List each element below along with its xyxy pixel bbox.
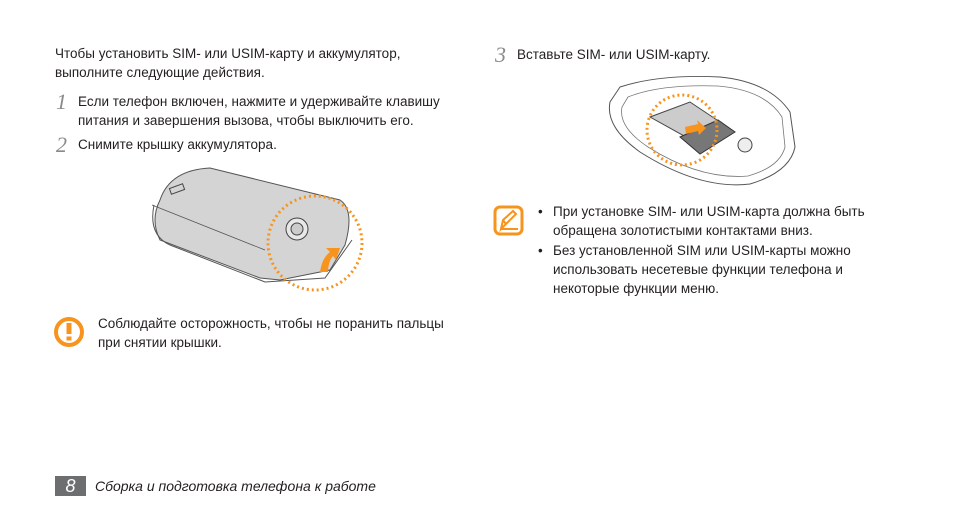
note-item: Без установленной SIM или USIM-карты мож… [538, 241, 883, 298]
step-number-1: 1 [56, 89, 67, 114]
note-item: При установке SIM- или USIM-карта должна… [538, 202, 883, 240]
warning-icon [54, 317, 84, 347]
sim-insert-illustration [608, 75, 796, 186]
note-icon [493, 205, 524, 236]
page-number: 8 [55, 476, 86, 496]
notes-list: При установке SIM- или USIM-карта должна… [538, 202, 883, 299]
battery-cover-illustration [151, 167, 364, 292]
step-text-2: Снимите крышку аккумулятора. [78, 137, 277, 152]
step-text-3: Вставьте SIM- или USIM-карту. [517, 47, 711, 62]
section-title: Сборка и подготовка телефона к работе [95, 478, 376, 494]
step-text-1: Если телефон включен, нажмите и удержива… [78, 94, 440, 128]
step-number-3: 3 [495, 42, 506, 67]
warning-text: Соблюдайте осторожность, чтобы не порани… [98, 316, 444, 350]
intro-text: Чтобы установить SIM- или USIM-карту и а… [55, 46, 401, 80]
step-number-2: 2 [56, 132, 67, 157]
